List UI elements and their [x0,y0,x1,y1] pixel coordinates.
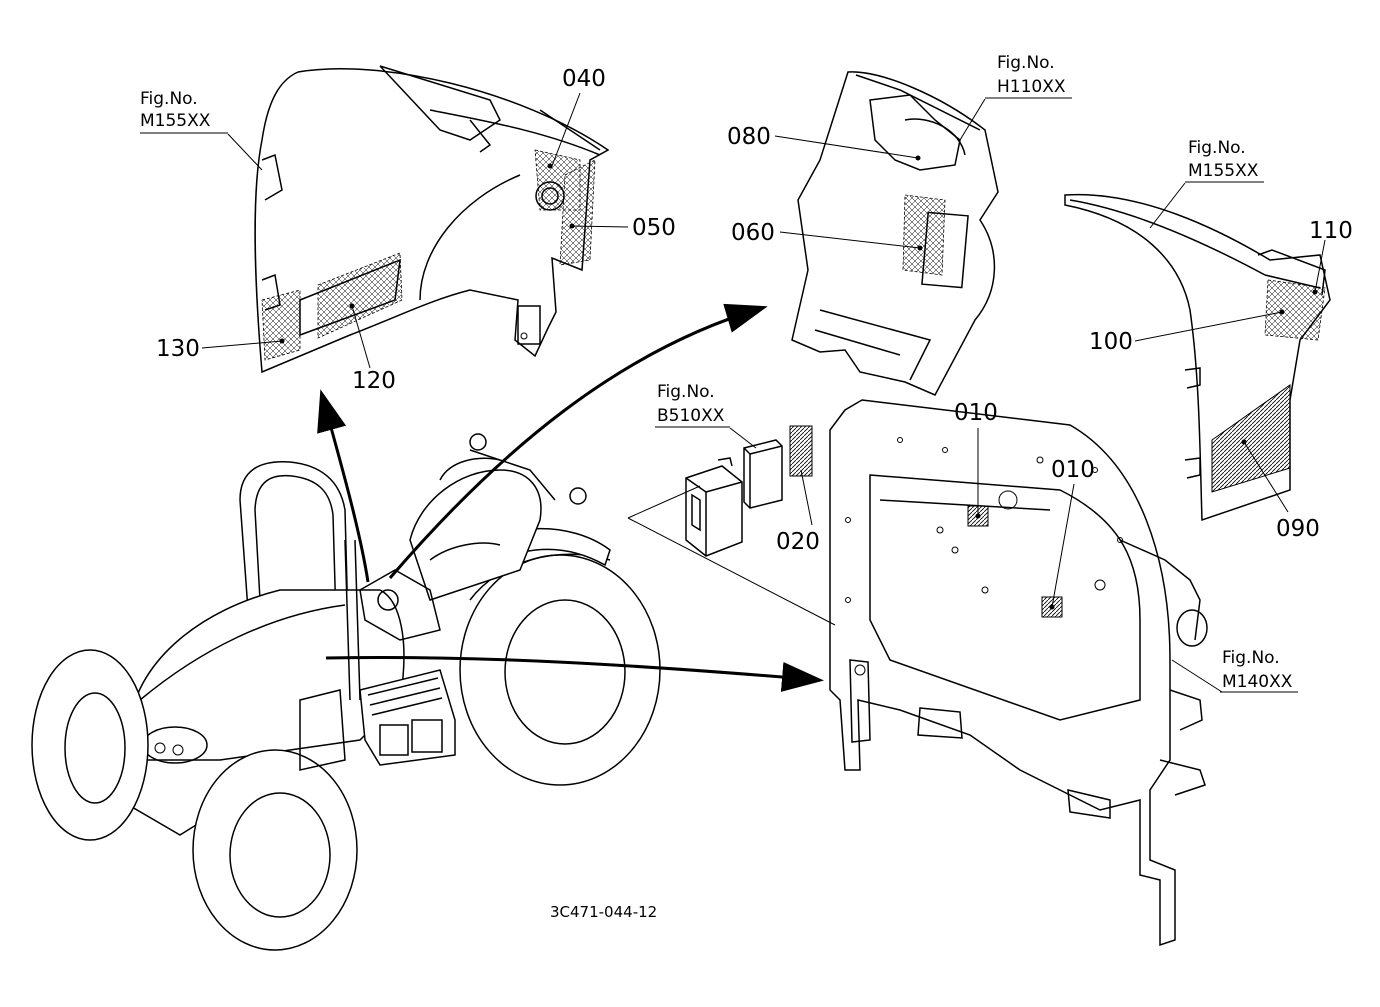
drawing-code: 3C471-044-12 [550,903,657,921]
callout-090[interactable]: 090 [1276,516,1320,542]
callout-050[interactable]: 050 [632,215,676,241]
fig-ref-label: Fig.No. [1222,648,1280,668]
fig-ref-label: Fig.No. [1188,138,1246,158]
callout-arrows [317,303,824,692]
fig-ref-m155-right[interactable]: Fig.No. M155XX [1185,138,1264,183]
callout-130[interactable]: 130 [156,336,200,362]
callout-100[interactable]: 100 [1089,329,1133,355]
callout-110[interactable]: 110 [1309,218,1353,244]
fig-ref-label: Fig.No. [997,53,1055,73]
fig-ref-m155-left[interactable]: Fig.No. M155XX [140,89,228,134]
callout-040[interactable]: 040 [562,66,606,92]
rear-frame-panel [829,399,1208,947]
controller-box [685,425,813,557]
right-fender-panel [1064,193,1331,522]
callout-120[interactable]: 120 [352,368,396,394]
fig-ref-number: M155XX [140,111,211,131]
fig-ref-label: Fig.No. [657,382,715,402]
fig-ref-b510[interactable]: Fig.No. B510XX [655,382,730,428]
fig-ref-number: H110XX [997,77,1066,97]
fig-ref-number: B510XX [657,406,725,426]
fig-ref-number: M155XX [1188,161,1259,181]
callout-020[interactable]: 020 [776,529,820,555]
tractor-illustration [31,433,661,951]
center-cover-panel [791,71,999,396]
fig-ref-label: Fig.No. [140,89,198,109]
fig-ref-h110[interactable]: Fig.No. H110XX [985,53,1072,99]
left-fender-panel [254,65,610,374]
callout-060[interactable]: 060 [731,220,775,246]
fig-ref-number: M140XX [1222,672,1293,692]
callout-080[interactable]: 080 [727,124,771,150]
callout-010-a[interactable]: 010 [954,400,998,426]
fig-ref-m140[interactable]: Fig.No. M140XX [1220,648,1298,693]
callout-010-b[interactable]: 010 [1051,457,1095,483]
